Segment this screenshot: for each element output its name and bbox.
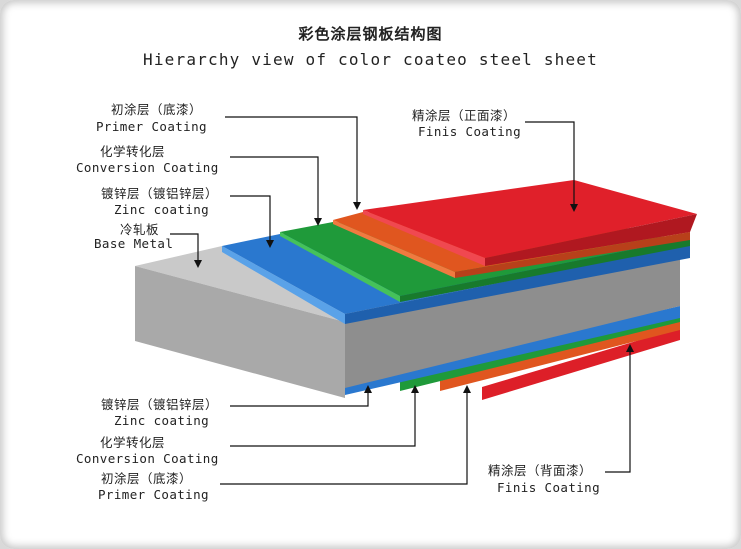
label-zinc-top-en: Zinc coating: [114, 202, 210, 217]
label-finish-bottom-en: Finis Coating: [497, 480, 601, 495]
label-finish-bottom-cn: 精涂层（背面漆）: [488, 463, 593, 478]
diagram-title-en: Hierarchy view of color coateo steel she…: [143, 50, 598, 69]
leader-finish-top: [525, 121, 575, 208]
conversion-layer-side: [400, 238, 690, 302]
bottom-zinc-layer: [345, 306, 680, 395]
leader-conversion-bottom: [230, 389, 416, 447]
primer-layer-edge: [333, 220, 455, 278]
label-finish-top-cn: 精涂层（正面漆）: [412, 108, 517, 123]
label-conversion-bottom-en: Conversion Coating: [76, 451, 219, 466]
label-primer-bottom-en: Primer Coating: [98, 487, 209, 502]
label-zinc-bottom-cn: 镀锌层（镀铝锌层）: [101, 397, 219, 412]
leader-zinc-top: [230, 195, 271, 244]
arrow-conversion-top: [314, 218, 322, 226]
finish-layer-top: [363, 180, 697, 258]
conversion-layer-edge: [280, 232, 400, 302]
arrow-primer-bottom: [463, 385, 471, 393]
diagram-title-cn: 彩色涂层钢板结构图: [298, 25, 443, 43]
label-conversion-top-cn: 化学转化层: [100, 144, 166, 159]
label-primer-bottom-cn: 初涂层（底漆）: [101, 471, 193, 486]
zinc-layer-side: [345, 244, 690, 324]
zinc-layer-edge: [222, 246, 345, 324]
leader-base-top: [170, 233, 199, 264]
leader-primer-bottom: [220, 389, 468, 485]
label-primer-top-en: Primer Coating: [96, 119, 207, 134]
label-conversion-bottom-cn: 化学转化层: [100, 435, 166, 450]
base-metal-side-face: [345, 256, 680, 388]
leader-zinc-bottom: [230, 389, 369, 407]
leader-conversion-top: [230, 156, 319, 222]
arrow-primer-top: [353, 202, 361, 210]
label-zinc-bottom-en: Zinc coating: [114, 413, 210, 428]
arrow-conversion-bottom: [411, 385, 419, 393]
arrow-zinc-bottom: [364, 385, 372, 393]
arrow-finish-top: [570, 204, 578, 212]
primer-layer-side: [455, 232, 690, 278]
arrow-zinc-top: [266, 240, 274, 248]
label-base-top-en: Base Metal: [94, 236, 174, 251]
label-zinc-top-cn: 镀锌层（镀铝锌层）: [101, 186, 219, 201]
finish-layer-side: [485, 214, 697, 266]
arrow-base-top: [194, 260, 202, 268]
label-base-top-cn: 冷轧板: [120, 222, 160, 237]
base-metal-front-face: [135, 266, 345, 398]
label-primer-top-cn: 初涂层（底漆）: [111, 102, 203, 117]
leader-primer-top: [225, 116, 358, 206]
finish-layer-edge: [363, 210, 485, 266]
label-finish-top-en: Finis Coating: [418, 124, 522, 139]
label-conversion-top-en: Conversion Coating: [76, 160, 219, 175]
arrow-finish-bottom: [626, 344, 634, 352]
leader-finish-bottom: [605, 348, 631, 473]
